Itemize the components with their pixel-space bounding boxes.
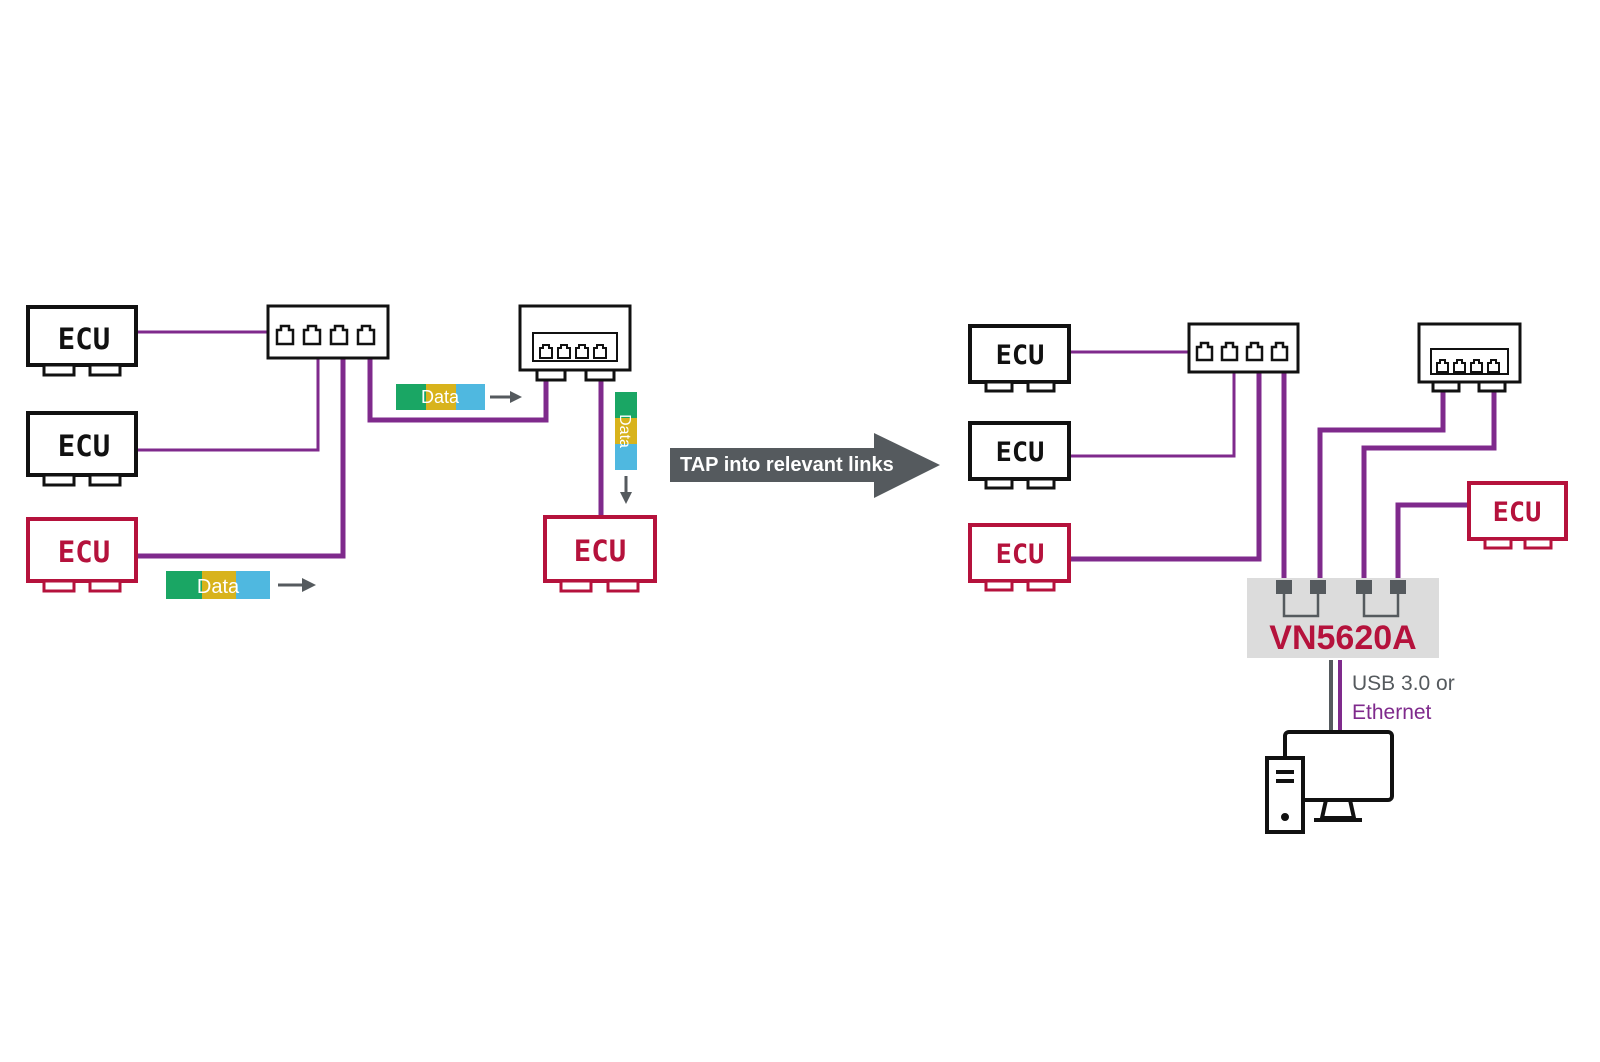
- line-ecu3-to-switch1: [137, 344, 346, 559]
- line-ecu2-to-switch1: [137, 344, 320, 452]
- right-connection-lines: [1069, 350, 1497, 580]
- ecu-label: ECU: [58, 535, 110, 569]
- tap-arrow: TAP into relevant links: [670, 433, 940, 498]
- data-packet-bottom: Data: [166, 571, 316, 599]
- left-diagram: ECU ECU ECU: [26, 304, 657, 599]
- ecu-box-6: ECU: [968, 421, 1071, 490]
- data-label: Data: [616, 414, 633, 448]
- left-connection-lines: [137, 330, 604, 559]
- arrow-right-icon: [490, 391, 522, 403]
- device-name: VN5620A: [1269, 619, 1416, 657]
- data-packet-middle: Data: [396, 384, 522, 410]
- ecu-box-2: ECU: [26, 411, 138, 487]
- ecu-box-3-red: ECU: [26, 517, 138, 593]
- ecu-label: ECU: [574, 534, 626, 568]
- ecu-box-7-red: ECU: [968, 523, 1071, 592]
- right-diagram: ECU ECU ECU: [968, 322, 1568, 834]
- pc-connection-lines: [1329, 660, 1342, 732]
- ecu-box-4-red: ECU: [543, 515, 657, 593]
- connection-label-usb: USB 3.0 or: [1352, 672, 1455, 695]
- ecu-box-8-red: ECU: [1467, 481, 1568, 550]
- ethernet-switch-icon: [266, 304, 390, 360]
- ecu-box-1: ECU: [26, 305, 138, 377]
- ecu-box-5: ECU: [968, 324, 1071, 393]
- line-switch4b-to-tap: [1361, 378, 1497, 580]
- line-switch4a-to-tap: [1317, 378, 1446, 580]
- connection-label-ethernet: Ethernet: [1352, 701, 1432, 724]
- line-ecu8-to-tap: [1395, 502, 1469, 580]
- tap-port-connectors: [1276, 580, 1406, 618]
- rj45-port-icon: [539, 344, 607, 359]
- ecu-label: ECU: [996, 437, 1045, 468]
- rj45-port-icon: [1436, 359, 1500, 373]
- line-ecu6-to-switch3: [1069, 360, 1236, 458]
- rj45-port-icon: [275, 324, 376, 346]
- data-label: Data: [197, 576, 240, 598]
- line-switch1-to-switch2: [367, 344, 549, 423]
- desktop-computer-icon: [1265, 730, 1394, 834]
- rj45-port-icon: [1195, 341, 1289, 362]
- arrow-down-icon: [620, 476, 632, 504]
- data-packet-vertical: Data: [615, 392, 637, 504]
- arrow-right-icon: [278, 578, 316, 592]
- ecu-label: ECU: [996, 340, 1045, 371]
- vn5620a-device: VN5620A: [1247, 578, 1439, 658]
- ethernet-switch-icon: [1417, 322, 1522, 393]
- tap-arrow-label: TAP into relevant links: [680, 454, 894, 476]
- data-label: Data: [421, 387, 460, 407]
- ecu-label: ECU: [58, 429, 110, 463]
- line-ecu7-to-switch3: [1069, 360, 1262, 562]
- ethernet-switch-icon: [1187, 322, 1300, 374]
- ethernet-switch-icon: [518, 304, 632, 382]
- ecu-label: ECU: [58, 322, 110, 356]
- ecu-label: ECU: [1493, 497, 1542, 528]
- ecu-label: ECU: [996, 539, 1045, 570]
